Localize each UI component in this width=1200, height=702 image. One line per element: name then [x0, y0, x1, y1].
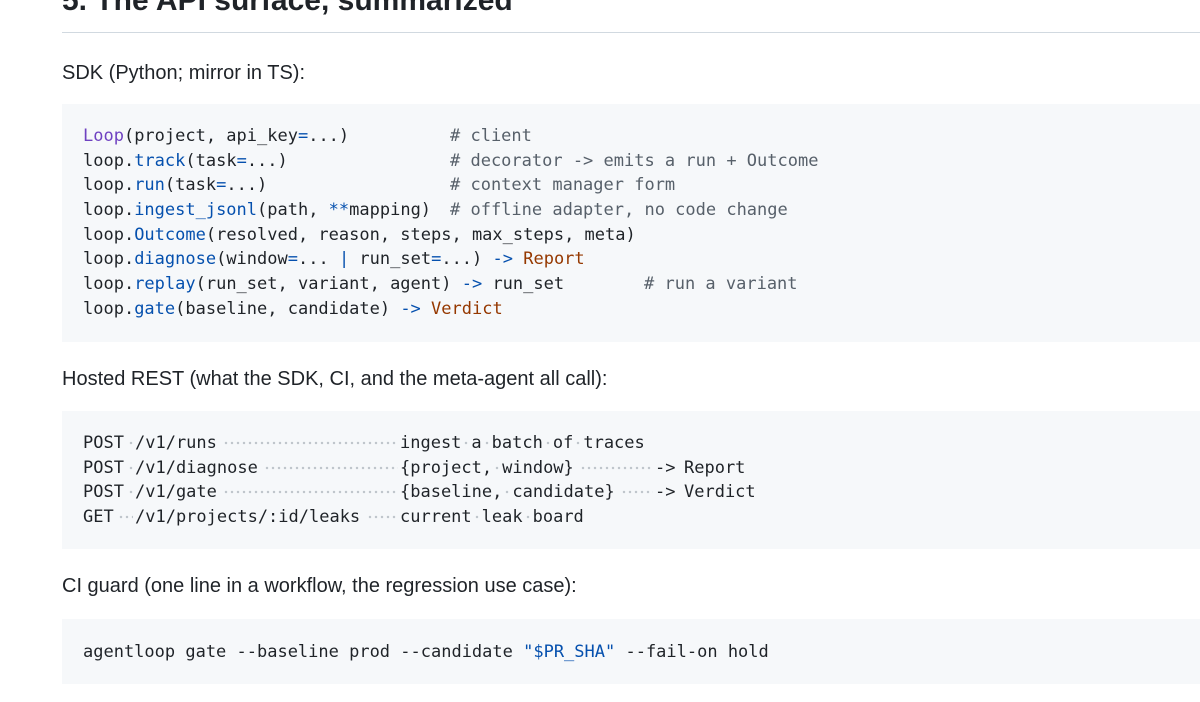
endpoint-description: {project,window} — [400, 456, 574, 480]
code-line: Loop(project, api_key=...) — [83, 126, 350, 146]
code-line: loop.track(task=...) — [83, 151, 288, 171]
sdk-code-block: Loop(project, api_key=...) # client loop… — [62, 104, 1200, 342]
ci-code-block: agentloop gate --baseline prod --candida… — [62, 619, 1200, 684]
endpoint-path: /v1/diagnose — [135, 458, 258, 478]
code-comment: # context manager form — [450, 175, 676, 195]
code-line: loop.diagnose(window=... | run_set=...) … — [83, 249, 585, 269]
return-arrow: -> — [655, 458, 676, 478]
http-method: POST — [83, 458, 124, 478]
code-comment: # decorator -> emits a run + Outcome — [450, 151, 819, 171]
code-comment: # offline adapter, no code change — [450, 200, 788, 220]
whitespace-leader — [128, 466, 133, 470]
code-comment: # client — [450, 126, 532, 146]
heading-divider — [62, 32, 1200, 33]
http-method: POST — [83, 482, 124, 502]
rest-endpoint-row: POST/v1/diagnose {project,window} -> Report — [83, 456, 983, 480]
code-line: loop.run(task=...) — [83, 175, 268, 195]
whitespace-leader — [621, 490, 653, 494]
section-heading: 5. The API surface, summarized — [62, 0, 513, 17]
endpoint-path: /v1/runs — [135, 433, 217, 453]
http-method: POST — [83, 433, 124, 453]
whitespace-leader — [223, 441, 398, 445]
whitespace-leader — [128, 490, 133, 494]
whitespace-leader — [580, 466, 653, 470]
return-type: Verdict — [684, 482, 756, 502]
code-line: loop.Outcome(resolved, reason, steps, ma… — [83, 225, 636, 245]
rest-endpoint-row: POST/v1/gate {baseline,candidate} -> Verdic… — [83, 480, 983, 504]
whitespace-leader — [366, 515, 398, 519]
whitespace-leader — [264, 466, 398, 470]
whitespace-leader — [128, 441, 133, 445]
whitespace-leader — [223, 490, 398, 494]
endpoint-path: /v1/gate — [135, 482, 217, 502]
code-line: loop.ingest_jsonl(path, **mapping) — [83, 200, 432, 220]
code-comment: # run a variant — [644, 274, 798, 294]
code-line: loop.replay(run_set, variant, agent) -> … — [83, 274, 565, 294]
rest-intro-text: Hosted REST (what the SDK, CI, and the m… — [62, 368, 608, 390]
return-arrow: -> — [655, 482, 676, 502]
ci-command: agentloop gate --baseline prod --candida… — [83, 642, 769, 662]
http-method: GET — [83, 507, 114, 527]
endpoint-path: /v1/projects/:id/leaks — [135, 507, 361, 527]
code-line: loop.gate(baseline, candidate) -> Verdic… — [83, 299, 503, 319]
whitespace-leader — [117, 515, 133, 519]
return-type: Report — [684, 458, 746, 478]
endpoint-description: {baseline,candidate} — [400, 480, 615, 504]
ci-intro-text: CI guard (one line in a workflow, the re… — [62, 575, 577, 597]
sdk-intro-text: SDK (Python; mirror in TS): — [62, 62, 306, 84]
